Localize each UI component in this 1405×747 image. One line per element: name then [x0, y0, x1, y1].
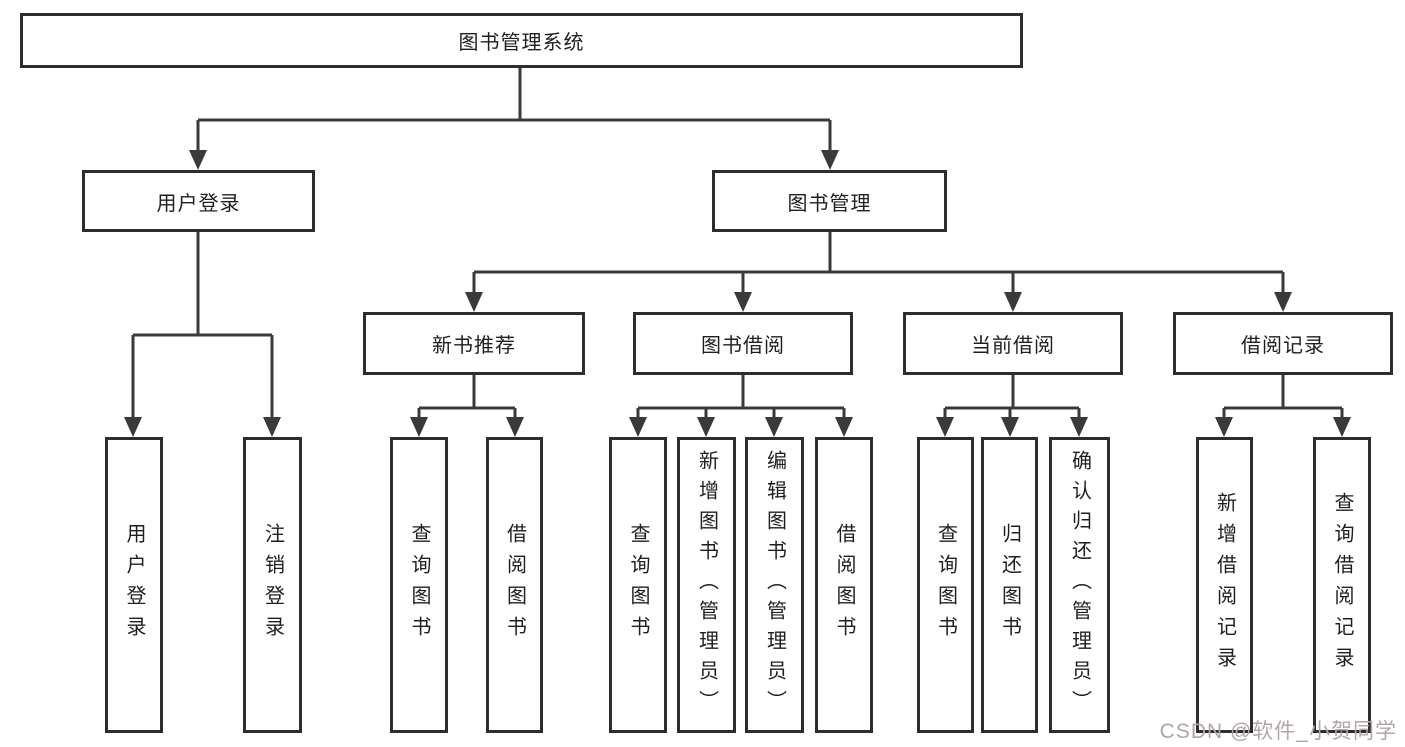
leaf-query-books-current: 查询图书	[917, 437, 974, 733]
node-new-book-recommend: 新书推荐	[363, 312, 585, 375]
leaf-add-books-admin: 新增图书（管理员）	[677, 437, 736, 733]
leaf-add-borrow-record-label: 新增借阅记录	[1213, 492, 1236, 678]
leaf-query-books-recommend-label: 查询图书	[408, 523, 430, 647]
leaf-confirm-return-admin-label: 确认归还（管理员）	[1068, 450, 1091, 720]
leaf-borrow-books-recommend: 借阅图书	[486, 437, 543, 733]
leaf-add-books-admin-label: 新增图书（管理员）	[695, 450, 718, 720]
leaf-user-login-label: 用户登录	[123, 523, 145, 647]
leaf-edit-books-admin-label: 编辑图书（管理员）	[763, 450, 786, 720]
csdn-watermark: CSDN @软件_小贺同学	[1159, 720, 1397, 743]
leaf-query-borrow-record: 查询借阅记录	[1313, 437, 1371, 733]
leaf-query-books-borrowing-label: 查询图书	[627, 523, 649, 647]
node-current-borrowing: 当前借阅	[903, 312, 1123, 375]
node-user-login-label: 用户登录	[156, 192, 241, 215]
node-root-system: 图书管理系统	[20, 13, 1023, 68]
node-current-borrowing-label: 当前借阅	[971, 335, 1055, 357]
node-book-management-label: 图书管理	[787, 192, 872, 215]
node-book-management: 图书管理	[712, 170, 947, 232]
leaf-query-books-borrowing: 查询图书	[609, 437, 667, 733]
leaf-query-books-current-label: 查询图书	[934, 523, 957, 647]
node-new-book-recommend-label: 新书推荐	[432, 335, 516, 357]
leaf-return-books-label: 归还图书	[998, 523, 1021, 647]
leaf-return-books: 归还图书	[981, 437, 1038, 733]
leaf-borrow-books: 借阅图书	[815, 437, 873, 733]
leaf-logout-label: 注销登录	[261, 523, 284, 647]
leaf-query-books-recommend: 查询图书	[390, 437, 448, 733]
node-book-borrowing: 图书借阅	[633, 312, 853, 375]
node-user-login: 用户登录	[82, 170, 315, 232]
node-book-borrowing-label: 图书借阅	[701, 335, 785, 357]
leaf-add-borrow-record: 新增借阅记录	[1196, 437, 1253, 733]
node-borrow-records: 借阅记录	[1173, 312, 1393, 375]
leaf-user-login: 用户登录	[105, 437, 163, 733]
leaf-logout: 注销登录	[243, 437, 302, 733]
leaf-edit-books-admin: 编辑图书（管理员）	[745, 437, 804, 733]
leaf-borrow-books-recommend-label: 借阅图书	[503, 523, 526, 647]
node-root-label: 图书管理系统	[458, 32, 585, 54]
leaf-query-borrow-record-label: 查询借阅记录	[1331, 492, 1353, 678]
arrow-down-icons	[124, 150, 1351, 437]
connector-strokes	[131, 68, 1344, 419]
node-borrow-records-label: 借阅记录	[1241, 335, 1325, 357]
leaf-confirm-return-admin: 确认归还（管理员）	[1049, 437, 1110, 733]
leaf-borrow-books-label: 借阅图书	[833, 523, 855, 647]
